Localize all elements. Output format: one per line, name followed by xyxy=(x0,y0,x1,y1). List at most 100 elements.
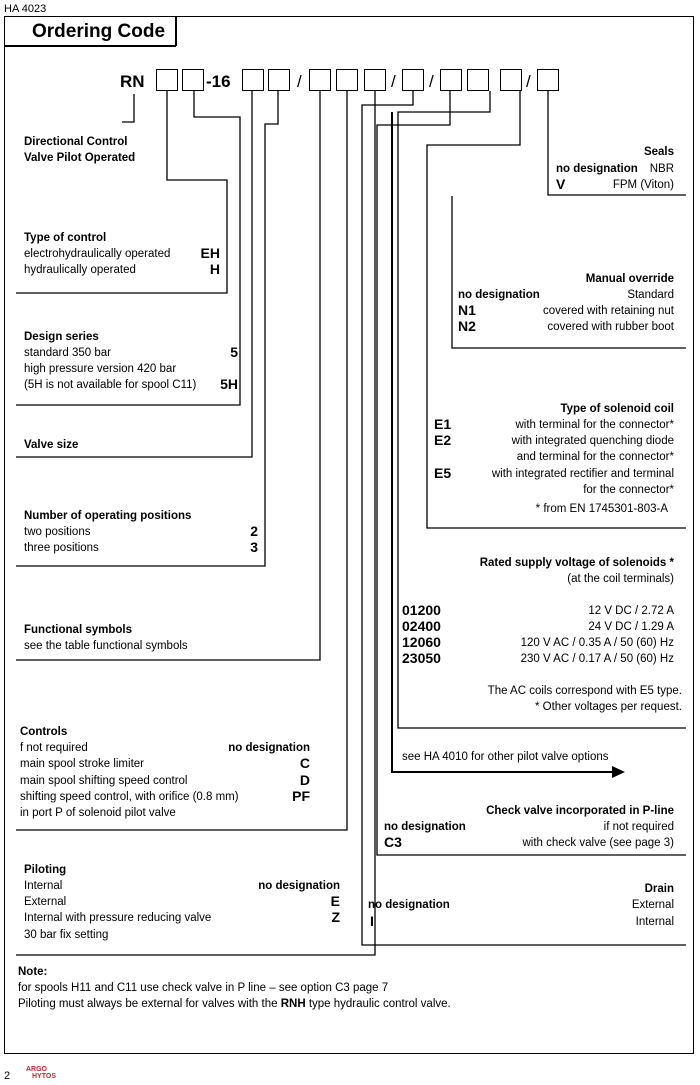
piloting-reducing: Internal with pressure reducing valve xyxy=(24,912,212,924)
piloting-internal: Internal xyxy=(24,880,63,892)
code-box-10 xyxy=(467,69,489,91)
manual-n1-desc: covered with retaining nut xyxy=(542,305,674,317)
note-line-2: Piloting must always be external for val… xyxy=(18,998,451,1010)
title-tab-edge xyxy=(175,16,177,46)
coil-e2-desc-1: with integrated quenching diode xyxy=(511,435,674,447)
manual-n2-code: N2 xyxy=(458,318,476,334)
coil-e2-desc-2: and terminal for the connector* xyxy=(516,451,674,463)
symbols-title: Functional symbols xyxy=(24,624,132,636)
piloting-external: External xyxy=(24,896,67,908)
coil-e5-code: E5 xyxy=(434,465,452,481)
dcv-label-1: Directional Control xyxy=(24,136,128,148)
voltage-code-3: 12060 xyxy=(402,634,441,650)
manual-n2-desc: covered with rubber boot xyxy=(547,321,674,333)
control-eh-code: EH xyxy=(200,245,220,261)
design-std: standard 350 bar xyxy=(24,347,111,359)
check-valve-title: Check valve incorporated in P-line xyxy=(486,805,674,817)
code-box-3 xyxy=(242,69,264,91)
piloting-fix: 30 bar fix setting xyxy=(24,929,109,941)
type-of-control-title: Type of control xyxy=(24,232,107,244)
controls-r4-code: PF xyxy=(292,788,310,804)
positions-three-code: 3 xyxy=(250,539,258,555)
check-nodesig: no designation xyxy=(384,821,466,833)
piloting-internal-code: no designation xyxy=(258,880,340,892)
controls-r1: f not required xyxy=(20,742,88,754)
controls-r2: main spool stroke limiter xyxy=(20,758,144,770)
positions-two: two positions xyxy=(24,526,91,538)
design-std-code: 5 xyxy=(230,344,238,360)
voltage-subtitle: (at the coil terminals) xyxy=(567,573,674,585)
voltage-note-1: The AC coils correspond with E5 type. xyxy=(487,685,682,697)
logo-bottom: HYTOS xyxy=(32,1073,56,1080)
code-box-2 xyxy=(182,69,204,91)
code-slash: / xyxy=(429,72,434,91)
coil-e1-desc: with terminal for the connector* xyxy=(515,419,674,431)
positions-two-code: 2 xyxy=(250,523,258,539)
voltage-title: Rated supply voltage of solenoids * xyxy=(479,557,674,569)
code-slash: / xyxy=(391,72,396,91)
drain-nodesig: no designation xyxy=(368,899,450,911)
controls-r3-code: D xyxy=(299,772,310,788)
code-box-8 xyxy=(402,69,424,91)
note-title: Note: xyxy=(18,966,48,978)
controls-r2-code: C xyxy=(299,755,310,771)
code-box-12 xyxy=(537,69,559,91)
coil-title: Type of solenoid coil xyxy=(560,403,674,415)
voltage-desc-4: 230 V AC / 0.17 A / 50 (60) Hz xyxy=(520,653,674,665)
drain-external: External xyxy=(631,899,674,911)
document-reference: HA 4023 xyxy=(4,3,47,15)
controls-r3: main spool shifting speed control xyxy=(20,775,188,787)
design-hp-code: 5H xyxy=(220,376,238,392)
design-hp-note: (5H is not available for spool C11) xyxy=(24,379,197,391)
positions-title: Number of operating positions xyxy=(24,510,192,522)
symbols-desc: see the table functional symbols xyxy=(24,640,188,652)
title-underline xyxy=(4,45,176,47)
voltage-desc-3: 120 V AC / 0.35 A / 50 (60) Hz xyxy=(520,637,674,649)
control-h-code: H xyxy=(209,261,220,277)
check-not-required: if not required xyxy=(603,821,674,833)
seals-nbr: NBR xyxy=(649,163,674,175)
voltage-code-2: 02400 xyxy=(402,618,441,634)
code-box-9 xyxy=(440,69,462,91)
control-eh-desc: electrohydraulically operated xyxy=(24,248,171,260)
control-h-desc: hydraulically operated xyxy=(24,264,136,276)
dcv-label-2: Valve Pilot Operated xyxy=(24,152,136,164)
code-box-1 xyxy=(156,69,178,91)
seals-v-code: V xyxy=(556,176,566,192)
voltage-desc-2: 24 V DC / 1.29 A xyxy=(588,621,674,633)
code-slash: / xyxy=(297,72,302,91)
controls-r5: in port P of solenoid pilot valve xyxy=(20,807,176,819)
coil-footnote: * from EN 1745301-803-A xyxy=(535,503,668,515)
code-size: -16 xyxy=(206,72,231,91)
page-number: 2 xyxy=(4,1070,11,1082)
manual-nodesig: no designation xyxy=(458,289,540,301)
positions-three: three positions xyxy=(24,542,99,554)
check-c3-code: C3 xyxy=(384,834,402,850)
manual-override-title: Manual override xyxy=(585,273,674,285)
design-hp: high pressure version 420 bar xyxy=(24,363,177,375)
drain-internal: Internal xyxy=(635,916,674,928)
code-box-6 xyxy=(336,69,358,91)
manual-standard: Standard xyxy=(627,289,674,301)
seals-title: Seals xyxy=(643,146,674,158)
code-slash: / xyxy=(526,72,531,91)
controls-r1-code: no designation xyxy=(228,742,310,754)
valve-size-label: Valve size xyxy=(24,439,79,451)
coil-e1-code: E1 xyxy=(434,416,452,432)
coil-e2-code: E2 xyxy=(434,432,452,448)
seals-fpm: FPM (Viton) xyxy=(612,179,674,191)
coil-e5-desc-2: for the connector* xyxy=(583,484,674,496)
piloting-reducing-code: Z xyxy=(331,909,340,925)
code-box-4 xyxy=(268,69,290,91)
piloting-title: Piloting xyxy=(24,864,67,876)
page-title: Ordering Code xyxy=(32,21,166,42)
piloting-external-code: E xyxy=(330,893,340,909)
drain-i-code: I xyxy=(370,913,374,929)
pilot-valve-note: see HA 4010 for other pilot valve option… xyxy=(402,751,609,763)
arrow-head xyxy=(612,766,625,778)
drain-title: Drain xyxy=(644,883,674,895)
seals-nodesig: no designation xyxy=(556,163,638,175)
code-box-5 xyxy=(309,69,331,91)
